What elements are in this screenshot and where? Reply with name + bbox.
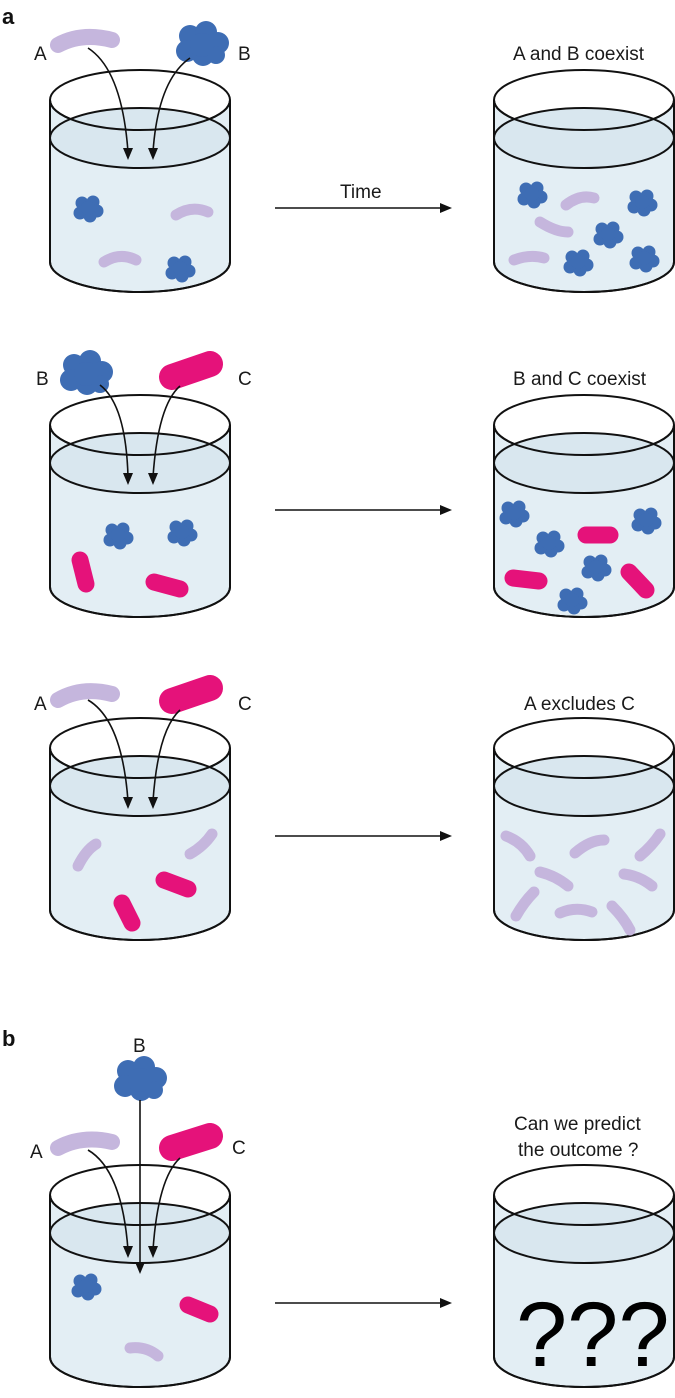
row-2-input-beaker [49, 394, 231, 618]
species-a-icon [50, 683, 120, 708]
species-label-a: A [30, 1142, 43, 1163]
species-c-icon [159, 675, 223, 714]
cell-a [170, 203, 214, 221]
row-3-input-cells [72, 828, 218, 932]
row-3-result-cells [500, 828, 666, 936]
species-label-b: B [133, 1036, 146, 1057]
species-label-a: A [34, 44, 47, 65]
species-a-icon [50, 1131, 120, 1156]
species-a-icon [50, 28, 120, 53]
row-2-arrow [275, 505, 452, 515]
species-b-icon [114, 1056, 167, 1101]
row-4-outcome-line-1: Can we predict [514, 1114, 641, 1135]
row-2-input-cells [71, 519, 198, 598]
row-1-result-cells [508, 181, 660, 277]
row-4-result-beaker [493, 1164, 675, 1388]
row-2-result-cells [499, 500, 662, 615]
species-label-c: C [238, 369, 252, 390]
unknown-outcome-mark: ??? [516, 1284, 670, 1386]
species-label-c: C [238, 694, 252, 715]
row-2-outcome: B and C coexist [513, 369, 647, 390]
row-3-arrow [275, 831, 452, 841]
row-1-species-drop: A B [34, 21, 251, 160]
row-4-input-beaker [49, 1164, 231, 1388]
species-label-a: A [34, 694, 47, 715]
species-c-icon [159, 351, 223, 390]
species-b-icon [60, 350, 113, 395]
panel-label-a: a [2, 4, 15, 29]
row-4-outcome-line-2: the outcome ? [518, 1140, 638, 1161]
row-2-species-drop: B C [36, 350, 252, 485]
row-1-time-arrow: Time [275, 182, 452, 213]
row-1-input-beaker [49, 69, 231, 293]
species-b-icon [176, 21, 229, 66]
row-4-species-drop: B A C [30, 1036, 246, 1274]
species-c-icon [159, 1123, 223, 1161]
row-4-input-cells [71, 1273, 219, 1362]
species-label-b: B [36, 369, 49, 390]
row-1-outcome: A and B coexist [513, 44, 645, 65]
species-label-c: C [232, 1138, 246, 1159]
row-4-arrow [275, 1298, 452, 1308]
panel-label-b: b [2, 1026, 15, 1051]
row-3-outcome: A excludes C [524, 694, 635, 715]
row-3-species-drop: A C [34, 675, 252, 809]
time-label: Time [340, 182, 382, 203]
cell-a [98, 251, 142, 268]
row-1-input-cells [73, 195, 214, 283]
species-label-b: B [238, 44, 251, 65]
row-3-input-beaker [49, 717, 231, 941]
